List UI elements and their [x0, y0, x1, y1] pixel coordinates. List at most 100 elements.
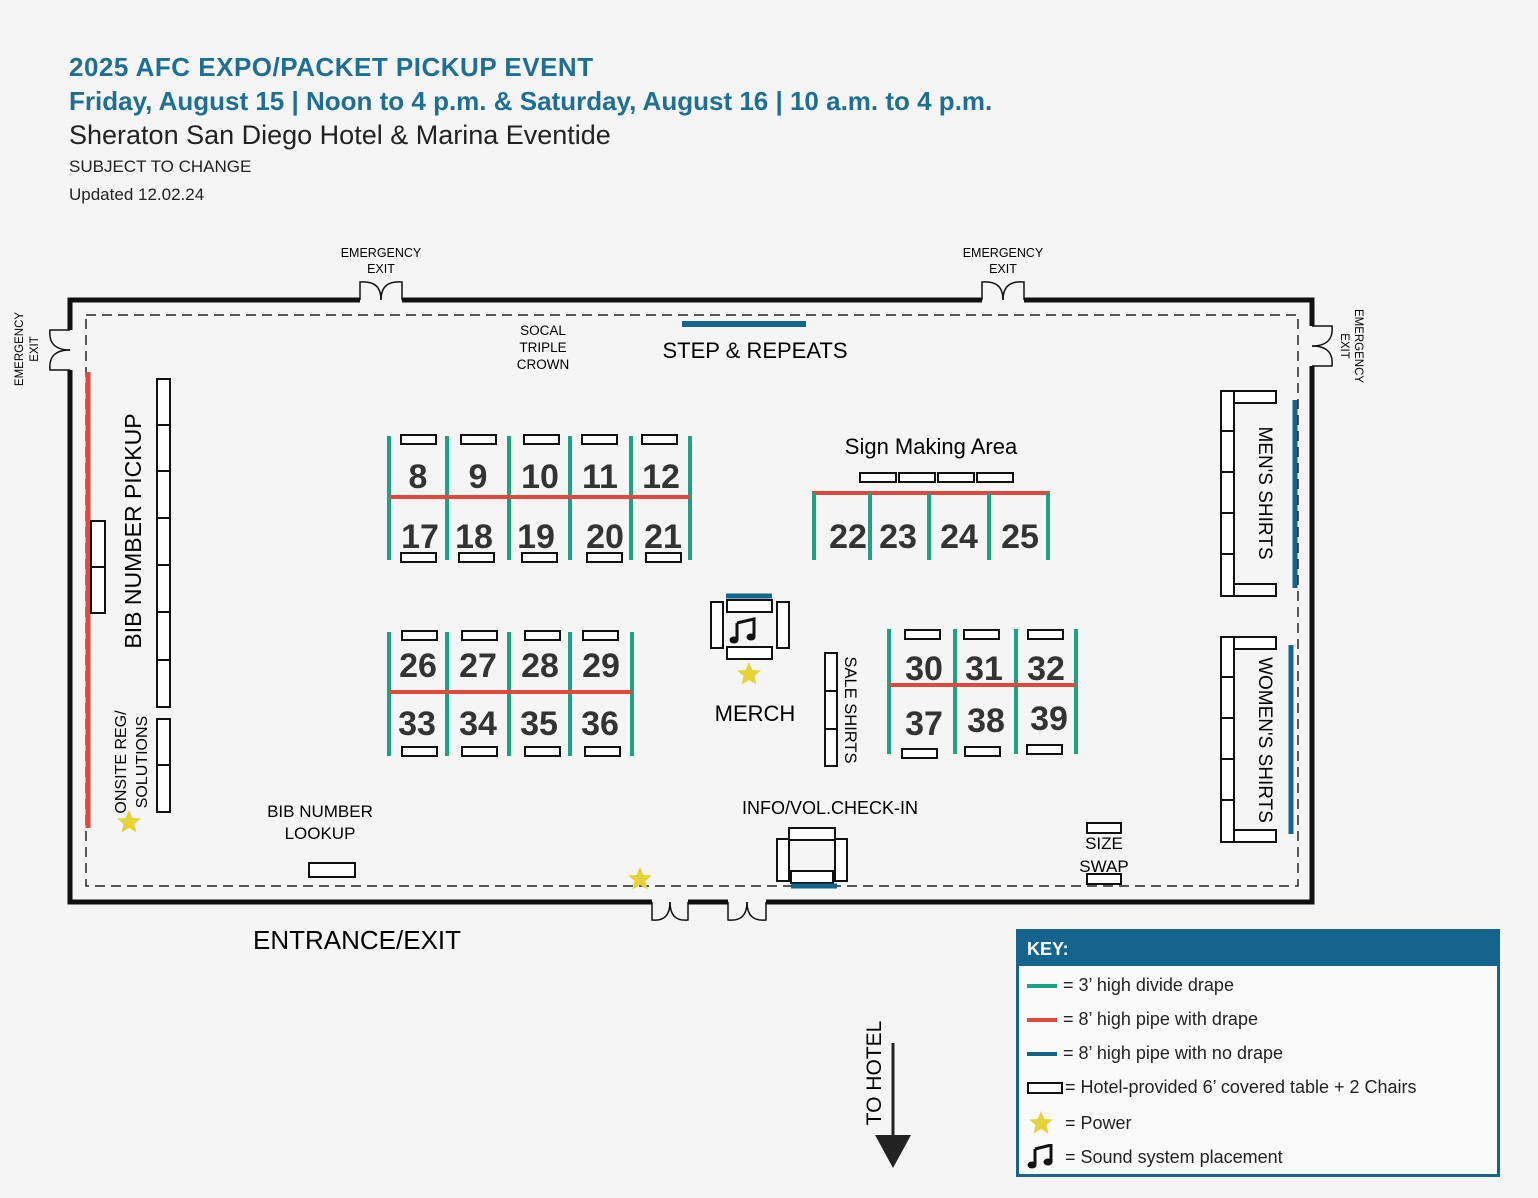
- booth-19: 19: [517, 518, 555, 556]
- music-note-icon: [1027, 1144, 1053, 1169]
- power-star-icon: [117, 810, 141, 833]
- sale-shirts-tables: [824, 652, 838, 767]
- sign-making-label: Sign Making Area: [845, 434, 1018, 459]
- booth-30: 30: [905, 650, 943, 688]
- emergency-exit-label-top-right: EMERGENCY: [963, 246, 1044, 260]
- music-note-icon: [729, 617, 756, 644]
- merch-booth: [710, 593, 790, 660]
- booth-block-26-36: [387, 630, 634, 757]
- mens-shirts-tables: [1220, 390, 1298, 597]
- entrance-exit-label: ENTRANCE/EXIT: [253, 925, 461, 955]
- emergency-exit-label-left: EMERGENCY: [14, 312, 26, 386]
- bib-pickup-label: BIB NUMBER PICKUP: [120, 413, 146, 648]
- venue-name: Sheraton San Diego Hotel & Marina Eventi…: [69, 120, 611, 150]
- booth-26: 26: [399, 647, 437, 685]
- booth-38: 38: [967, 702, 1005, 740]
- table-icon: [1027, 1081, 1063, 1094]
- legend: KEY: = 3’ high divide drape = 8’ high pi…: [1016, 929, 1500, 1177]
- booth-34: 34: [459, 705, 497, 743]
- star-icon: [1029, 1111, 1053, 1134]
- info-checkin-label: INFO/VOL.CHECK-IN: [742, 798, 918, 818]
- to-hotel-label: TO HOTEL: [863, 1021, 886, 1126]
- booth-11: 11: [582, 458, 618, 496]
- booth-10: 10: [521, 458, 559, 496]
- booth-9: 9: [469, 458, 488, 496]
- booth-20: 20: [586, 518, 624, 556]
- booth-17: 17: [401, 518, 439, 556]
- booth-25: 25: [1001, 518, 1039, 556]
- booth-block-22-25: [812, 472, 1050, 560]
- updated-date: Updated 12.02.24: [69, 185, 205, 204]
- booth-22: 22: [829, 518, 867, 556]
- legend-label-green: = 3’ high divide drape: [1063, 975, 1234, 995]
- booth-32: 32: [1027, 650, 1065, 688]
- emergency-exit-label-right-2: EXIT: [1338, 333, 1350, 359]
- booth-block-30-39: [887, 629, 1078, 759]
- green-swatch: [1027, 983, 1057, 988]
- power-star-icon: [737, 662, 761, 685]
- booth-35: 35: [520, 705, 558, 743]
- booth-8: 8: [409, 458, 428, 496]
- booth-29: 29: [582, 647, 620, 685]
- onsite-reg-label-1: ONSITE REG/: [113, 710, 130, 814]
- booth-39: 39: [1030, 700, 1068, 738]
- size-swap-table-bottom: [1086, 873, 1122, 885]
- step-repeats-label: STEP & REPEATS: [662, 338, 847, 363]
- size-swap-table-top: [1086, 822, 1122, 834]
- door-entrance-1: [651, 901, 689, 921]
- socal-label-2: TRIPLE: [519, 340, 566, 355]
- booth-block-8-21: [387, 434, 692, 563]
- socal-label-1: SOCAL: [520, 323, 566, 338]
- onsite-reg-tables: [156, 718, 171, 813]
- womens-shirts-tables: [1220, 636, 1294, 843]
- legend-item-power: = Power: [1027, 1110, 1132, 1136]
- room-walls: [67, 297, 1315, 905]
- legend-item-green: = 3’ high divide drape: [1027, 975, 1234, 996]
- legend-item-blue: = 8’ high pipe with no drape: [1027, 1043, 1283, 1064]
- inner-dashed-boundary: [85, 314, 1299, 887]
- legend-title: KEY:: [1019, 932, 1497, 966]
- bib-pickup-tables: [156, 378, 171, 708]
- legend-item-sound: = Sound system placement: [1027, 1144, 1283, 1170]
- bib-lookup-label-1: BIB NUMBER: [267, 802, 373, 821]
- emergency-exit-label-top-left-2: EXIT: [367, 262, 395, 276]
- legend-label-power: = Power: [1065, 1112, 1132, 1133]
- womens-shirts-label: WOMEN'S SHIRTS: [1254, 657, 1275, 823]
- booth-18: 18: [455, 518, 493, 556]
- page-title: 2025 AFC EXPO/PACKET PICKUP EVENT: [69, 52, 594, 82]
- onsite-reg-label-2: SOLUTIONS: [134, 716, 151, 808]
- bib-lookup-label-2: LOOKUP: [285, 824, 356, 843]
- door-entrance-2: [727, 901, 767, 921]
- arrow-down-icon: [875, 1043, 911, 1168]
- booth-33: 33: [398, 705, 436, 743]
- door-top-left: [359, 281, 403, 301]
- blue-swatch: [1027, 1051, 1057, 1056]
- door-top-right: [981, 281, 1025, 301]
- socal-label-3: CROWN: [517, 357, 570, 372]
- booth-36: 36: [581, 705, 619, 743]
- merch-label: MERCH: [715, 701, 796, 726]
- mens-shirts-label: MEN'S SHIRTS: [1254, 426, 1275, 559]
- size-swap-label-2: SWAP: [1079, 857, 1128, 876]
- booth-24: 24: [940, 518, 978, 556]
- event-dates: Friday, August 15 | Noon to 4 p.m. & Sat…: [69, 86, 993, 116]
- emergency-exit-label-top-right-2: EXIT: [989, 262, 1017, 276]
- emergency-exit-label-top-left: EMERGENCY: [341, 246, 422, 260]
- subject-to-change: SUBJECT TO CHANGE: [69, 157, 252, 176]
- booth-27: 27: [459, 647, 497, 685]
- legend-label-red: = 8’ high pipe with drape: [1063, 1009, 1258, 1029]
- legend-label-blue: = 8’ high pipe with no drape: [1063, 1043, 1283, 1063]
- sale-shirts-label: SALE SHIRTS: [841, 657, 859, 764]
- booth-23: 23: [879, 518, 917, 556]
- door-right: [1311, 325, 1333, 367]
- red-swatch: [1027, 1017, 1057, 1022]
- power-star-icon: [628, 867, 652, 890]
- booth-21: 21: [644, 518, 682, 556]
- booth-12: 12: [642, 458, 680, 496]
- emergency-exit-label-left-2: EXIT: [29, 336, 41, 362]
- booth-37: 37: [905, 705, 943, 743]
- bib-lookup-table: [308, 862, 356, 878]
- info-checkin-booth: [776, 827, 848, 889]
- booth-31: 31: [965, 650, 1003, 688]
